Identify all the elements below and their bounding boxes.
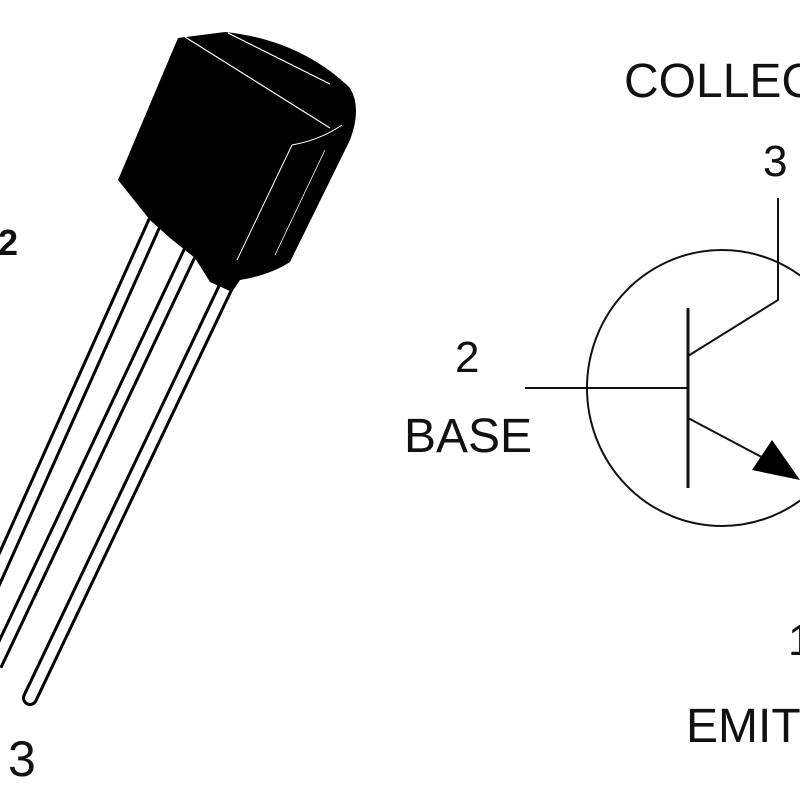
emitter-pin-number: 1 bbox=[788, 616, 800, 665]
collector-pin-number: 3 bbox=[763, 137, 787, 186]
collector-wire bbox=[687, 198, 779, 357]
lead-1 bbox=[0, 211, 166, 588]
lead-3 bbox=[22, 270, 238, 706]
package-pin-3-label: 3 bbox=[8, 731, 36, 787]
package-body bbox=[118, 32, 356, 292]
package-pin-2-label: 2 bbox=[0, 222, 18, 263]
base-pin-number: 2 bbox=[455, 333, 479, 382]
base-label: BASE bbox=[404, 410, 532, 463]
emitter-arrow-icon bbox=[752, 440, 800, 480]
emitter-label: EMIT bbox=[686, 700, 800, 753]
npn-symbol bbox=[525, 198, 800, 527]
lead-2 bbox=[0, 244, 200, 669]
to92-package: 2 3 bbox=[0, 32, 356, 787]
collector-label: COLLEC bbox=[624, 55, 800, 108]
